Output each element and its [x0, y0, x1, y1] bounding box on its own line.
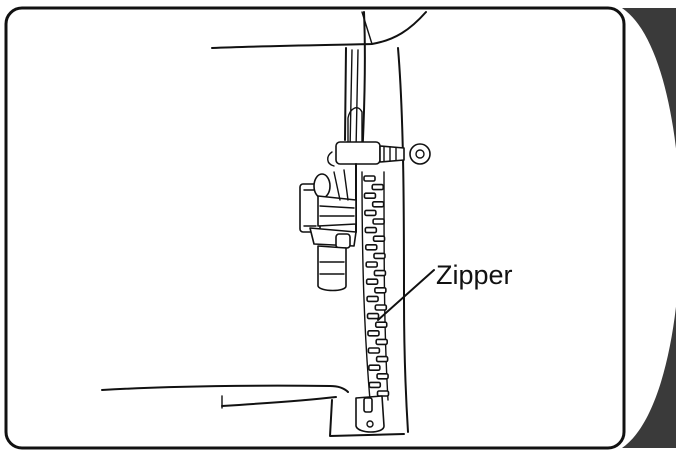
zipper-tooth	[368, 364, 381, 372]
needle-clamp	[327, 141, 431, 167]
zipper-tooth	[367, 329, 380, 337]
zipper-tooth	[373, 269, 387, 277]
zipper-tooth	[371, 183, 385, 191]
zipper-tooth	[376, 372, 389, 380]
needle-bar	[347, 11, 366, 161]
bottom-fabric	[101, 384, 405, 437]
zipper-tooth	[365, 261, 379, 268]
thumb-screw	[409, 143, 431, 165]
zipper-tooth	[368, 381, 382, 389]
callout-label: Zipper	[436, 260, 513, 290]
zipper-tooth	[364, 209, 377, 217]
zipper-tooth	[371, 201, 385, 208]
zipper-tooth	[365, 278, 379, 286]
fabric-strip	[344, 47, 409, 433]
zipper-tooth	[374, 304, 388, 311]
zipper-tooth	[366, 295, 379, 303]
zipper-tooth	[374, 321, 388, 329]
machine-arm	[211, 11, 427, 49]
step-number: 2	[636, 205, 660, 254]
zipper-tooth	[363, 192, 377, 199]
zipper-tooth	[376, 390, 390, 397]
zipper-foot	[299, 169, 357, 292]
step-tab	[622, 8, 676, 448]
zipper-tooth	[363, 175, 376, 182]
callout-leader-line	[377, 269, 435, 321]
zipper-tooth	[374, 286, 387, 294]
zipper-tooth	[373, 252, 386, 260]
zipper-tooth	[367, 347, 381, 354]
zipper-tooth	[364, 244, 378, 251]
zipper-tooth	[372, 218, 385, 225]
zipper-slider	[355, 395, 385, 433]
frame-border	[4, 6, 626, 450]
zipper-tooth	[375, 355, 389, 363]
zipper-tooth	[372, 235, 386, 242]
zipper-teeth	[363, 175, 390, 397]
zipper-tooth	[364, 226, 378, 234]
zipper-tooth	[375, 338, 388, 346]
zipper-tooth	[366, 312, 380, 320]
